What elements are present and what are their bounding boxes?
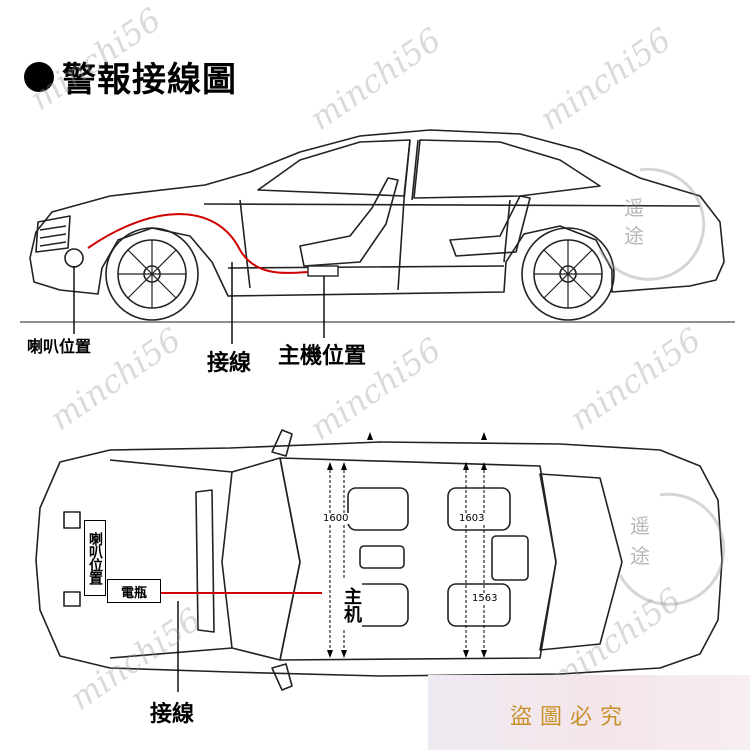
side-wire-path: [87, 213, 309, 274]
seal-char: 遥: [630, 514, 650, 538]
side-wire-label: 接線: [207, 351, 252, 376]
seal-char: 途: [630, 544, 650, 568]
top-grille-bar: [195, 489, 215, 633]
side-wheel-rear: [521, 227, 615, 321]
page-title: 警報接線圖: [62, 60, 237, 100]
side-front-grille: [35, 215, 71, 253]
top-speaker-box-lower: [63, 591, 81, 607]
top-speaker-label: 喇叭位置: [84, 520, 106, 596]
seal-char: 途: [624, 224, 644, 248]
stamp-text: 盜圖必究: [510, 705, 631, 730]
side-wheel-front: [105, 227, 199, 321]
side-body-outline: [29, 129, 725, 297]
top-speaker-box-upper: [63, 511, 81, 529]
side-door-lines: [239, 199, 251, 289]
top-seat-rear-left: [447, 487, 511, 531]
dimension-label: 1563: [471, 593, 499, 604]
top-mirror-left: [271, 429, 293, 457]
battery-label: 電瓶: [107, 579, 161, 603]
copyright-stamp: 盜圖必究: [428, 675, 750, 750]
bullet-dot: [24, 61, 54, 92]
side-speaker-label: 喇叭位置: [27, 337, 92, 356]
dimension-label: 1600: [322, 513, 350, 524]
seal-char: 遥: [624, 196, 644, 220]
side-host-label: 主機位置: [278, 344, 367, 369]
top-host-label: 主机: [340, 580, 362, 630]
title-block: 警報接線圖: [24, 52, 237, 101]
dimension-label: 1603: [458, 513, 486, 524]
side-host-box: [307, 265, 339, 277]
top-body-outline: [35, 441, 723, 677]
side-seats: [299, 177, 399, 267]
top-seat-front-left: [347, 487, 409, 531]
top-wire-label: 接線: [150, 702, 195, 727]
